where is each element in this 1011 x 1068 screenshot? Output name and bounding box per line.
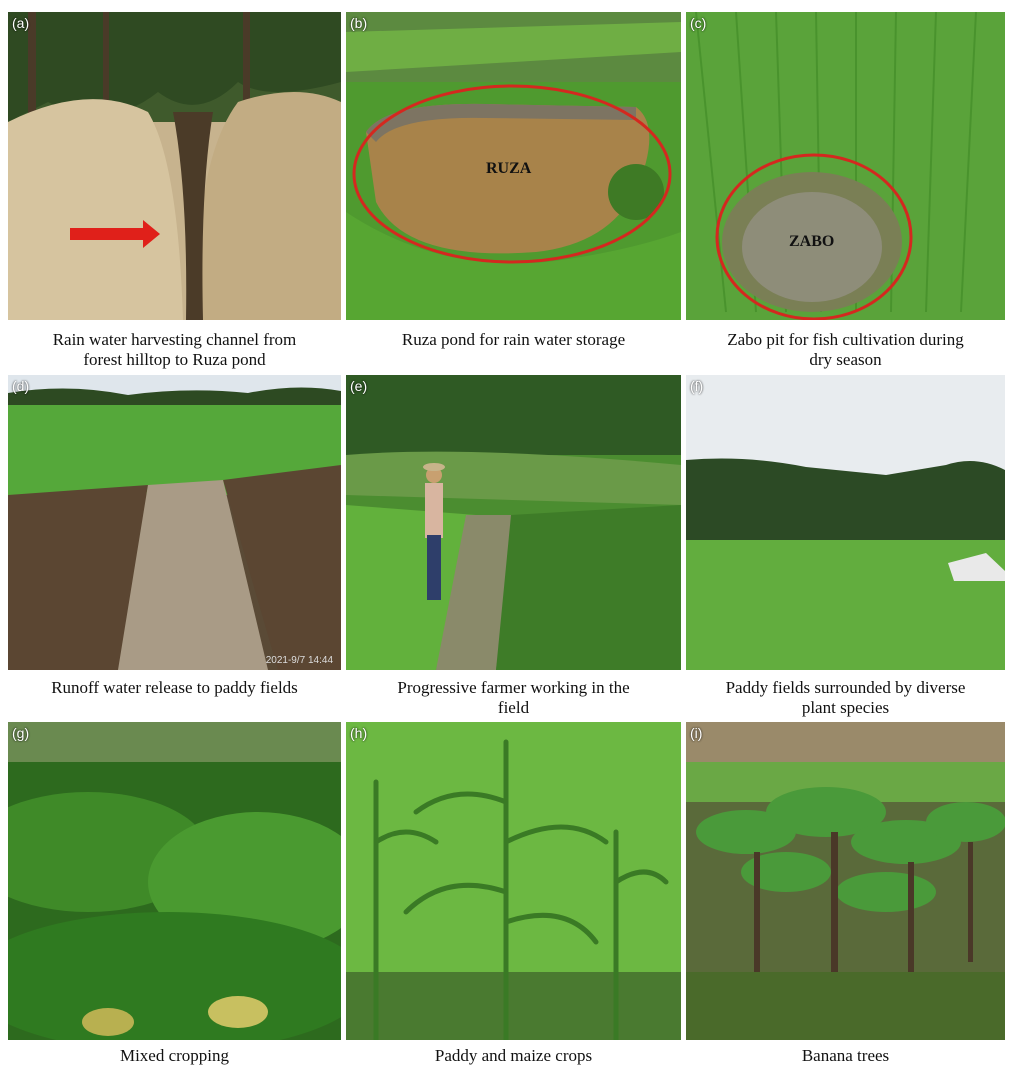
- photo-d-runoff-release: 2021-9/7 14:44 (d): [8, 375, 341, 670]
- panel-label: (i): [690, 725, 703, 741]
- photo-h-paddy-maize: (h): [346, 722, 681, 1040]
- caption-f: Paddy fields surrounded by diverse plant…: [725, 678, 966, 717]
- photo-b-ruza-pond: RUZA (b): [346, 12, 681, 320]
- caption-c: Zabo pit for fish cultivation during dry…: [727, 330, 964, 369]
- ruza-label: RUZA: [486, 160, 532, 177]
- caption-e: Progressive farmer working in the field: [397, 678, 630, 717]
- photo-g-mixed-cropping: (g): [8, 722, 341, 1040]
- panel-label: (b): [350, 15, 368, 31]
- photo-e-farmer: (e): [346, 375, 681, 670]
- caption-b: Ruza pond for rain water storage: [401, 330, 626, 349]
- timestamp: 2021-9/7 14:44: [265, 655, 333, 666]
- panel-label: (a): [12, 15, 30, 31]
- highlight-circle: [352, 84, 672, 264]
- photo-i-banana-trees: (i): [686, 722, 1005, 1040]
- panel-label: (f): [690, 378, 704, 394]
- zabo-label: ZABO: [789, 233, 835, 250]
- caption-d: Runoff water release to paddy fields: [51, 678, 298, 697]
- caption-g: Mixed cropping: [119, 1046, 230, 1065]
- red-arrow-icon: [70, 220, 160, 248]
- panel-label: (e): [350, 378, 368, 394]
- caption-h: Paddy and maize crops: [434, 1046, 593, 1065]
- caption-i: Banana trees: [801, 1046, 890, 1065]
- caption-a: Rain water harvesting channel from fores…: [52, 330, 297, 369]
- panel-label: (c): [690, 15, 707, 31]
- photo-c-zabo-pit: ZABO (c): [686, 12, 1005, 320]
- photo-a-harvesting-channel: (a): [8, 12, 341, 320]
- panel-label: (g): [12, 725, 30, 741]
- highlight-circle: [715, 153, 913, 320]
- panel-label: (h): [350, 725, 368, 741]
- photo-f-paddy-fields: (f): [686, 375, 1005, 670]
- panel-label: (d): [12, 378, 30, 394]
